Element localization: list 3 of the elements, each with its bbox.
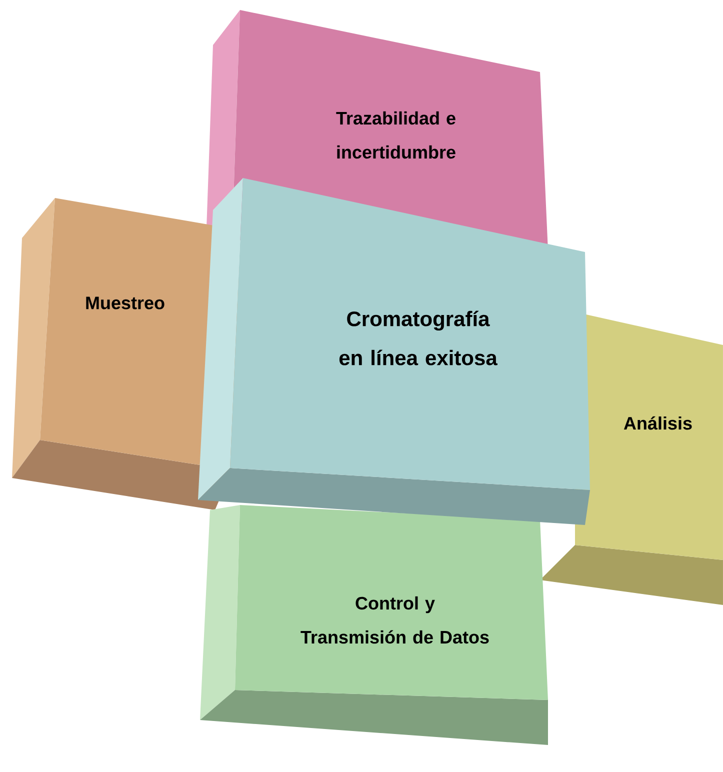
block: Cromatografía en línea exitosa	[198, 178, 590, 525]
block: Control y Transmisión de Datos	[200, 505, 548, 745]
block: Análisis	[540, 312, 723, 605]
